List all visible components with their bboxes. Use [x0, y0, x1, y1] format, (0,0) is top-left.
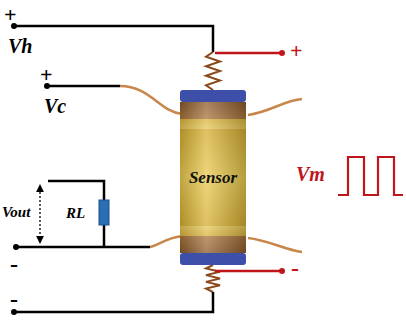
sensor-body: Sensor: [180, 102, 246, 253]
control-wire: [47, 85, 120, 88]
polarity-sign: -: [291, 256, 299, 280]
signal-name: Vm: [296, 164, 325, 184]
pulse-waveform: [338, 157, 403, 195]
spring-coil: [206, 265, 220, 292]
lead-wire: [248, 238, 302, 252]
polarity-sign: +: [40, 64, 53, 86]
spring-coil: [206, 52, 220, 90]
voltage-arrow: [39, 188, 40, 240]
measure-wire: [215, 52, 282, 55]
signal-name: Vh: [8, 36, 32, 56]
component-name: RL: [66, 206, 85, 221]
terminal-dot: [13, 244, 19, 250]
output-wire: [48, 181, 104, 200]
sensor-label: Sensor: [189, 168, 237, 188]
polarity-sign: -: [10, 287, 18, 311]
lead-wire: [248, 99, 302, 115]
resistor-symbol: [99, 200, 109, 225]
lead-wire: [120, 86, 182, 114]
heater-wire: [14, 292, 213, 312]
lead-wire: [150, 236, 182, 247]
heater-wire: [14, 26, 213, 52]
end-cap: [180, 253, 246, 265]
signal-name: Vout: [2, 205, 30, 220]
output-wire: [16, 246, 150, 249]
terminal-dot: [279, 50, 285, 56]
measure-wire: [215, 270, 282, 273]
polarity-sign: -: [10, 252, 18, 276]
polarity-sign: +: [290, 40, 303, 62]
polarity-sign: +: [4, 4, 17, 26]
end-cap: [180, 90, 246, 102]
output-wire: [103, 225, 106, 247]
terminal-dot: [279, 268, 285, 274]
signal-name: Vc: [44, 96, 66, 116]
